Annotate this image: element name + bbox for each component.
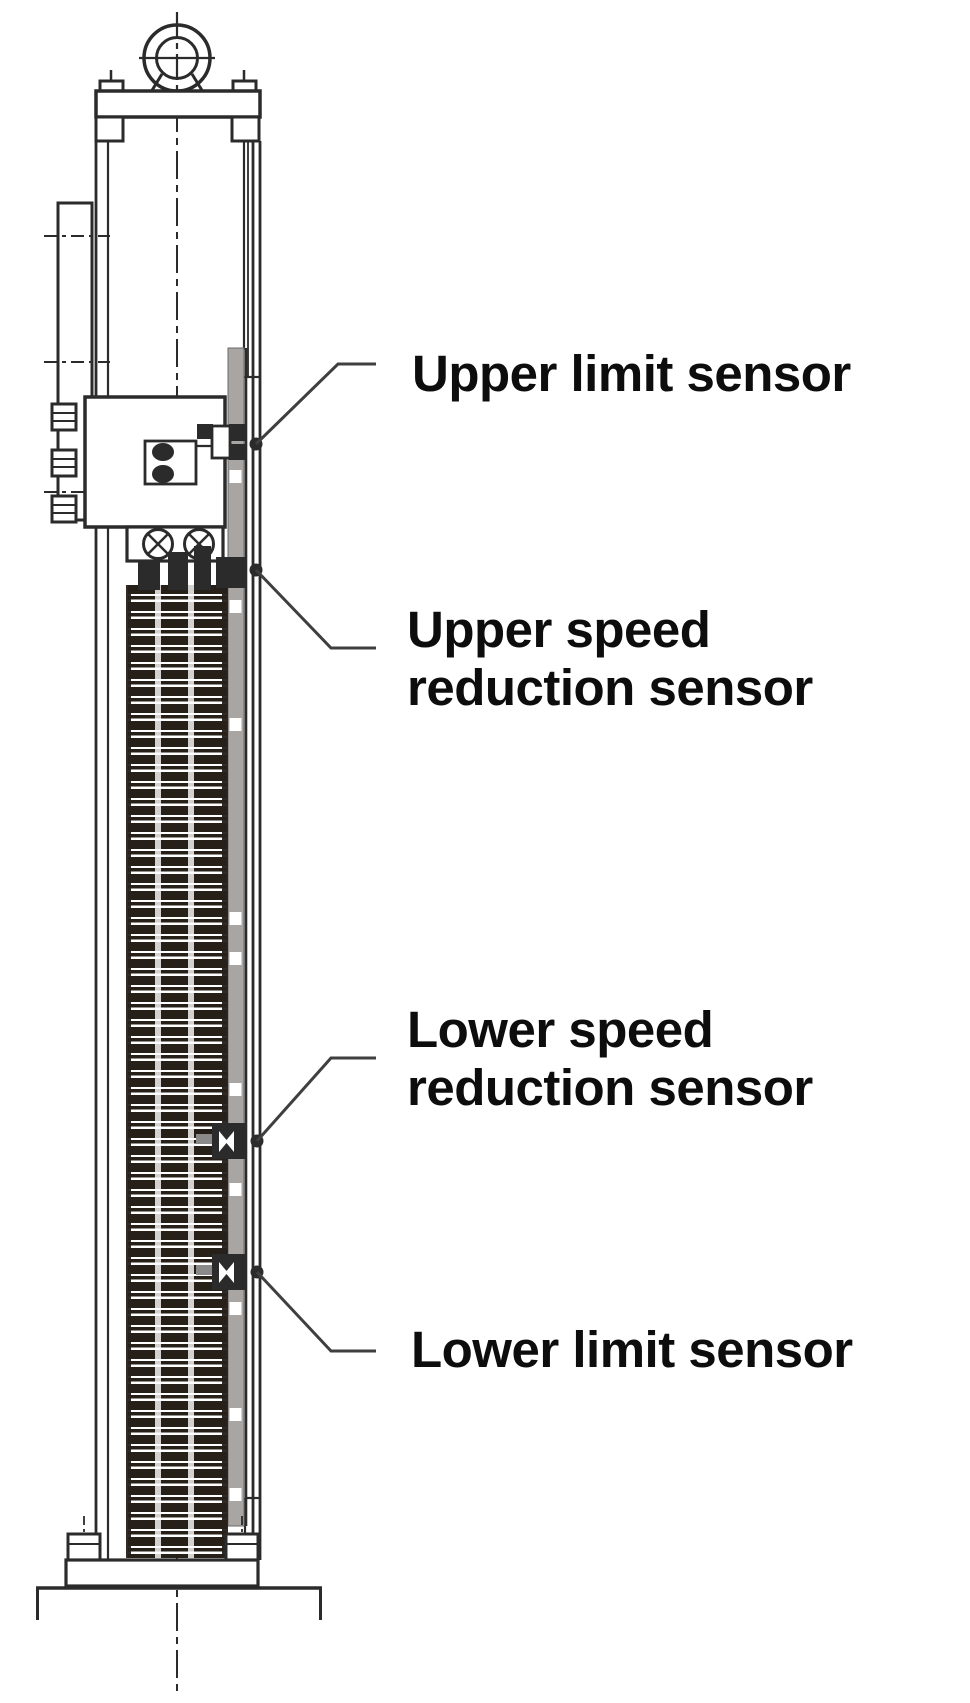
upper-speed-leader bbox=[254, 568, 376, 650]
label-upper-limit-sensor: Upper limit sensor bbox=[412, 345, 851, 402]
column-body bbox=[94, 141, 262, 1560]
top-cap bbox=[94, 70, 262, 143]
bracket-clamp bbox=[50, 494, 78, 524]
lower-speed-leader bbox=[255, 1056, 376, 1142]
sensor-lower-limit bbox=[196, 1254, 246, 1290]
upper-limit-leader bbox=[254, 362, 376, 446]
leader-lines bbox=[249, 362, 376, 1353]
base bbox=[36, 1516, 322, 1620]
sensor-lower-speed bbox=[196, 1123, 246, 1159]
bracket-clamp bbox=[50, 448, 78, 478]
label-lower-speed-reduction-sensor: Lower speed reduction sensor bbox=[407, 1001, 813, 1117]
sensor-rail bbox=[227, 347, 248, 1527]
sensor-upper-speed bbox=[138, 546, 247, 590]
label-upper-speed-reduction-sensor: Upper speed reduction sensor bbox=[407, 601, 813, 717]
label-lower-limit-sensor: Lower limit sensor bbox=[411, 1321, 853, 1378]
drive-chain bbox=[126, 585, 228, 1558]
sensor-upper-limit bbox=[197, 424, 246, 460]
bracket-clamp bbox=[50, 402, 78, 432]
carriage bbox=[83, 395, 247, 590]
lower-limit-leader bbox=[255, 1270, 376, 1353]
side-bracket bbox=[44, 201, 110, 524]
